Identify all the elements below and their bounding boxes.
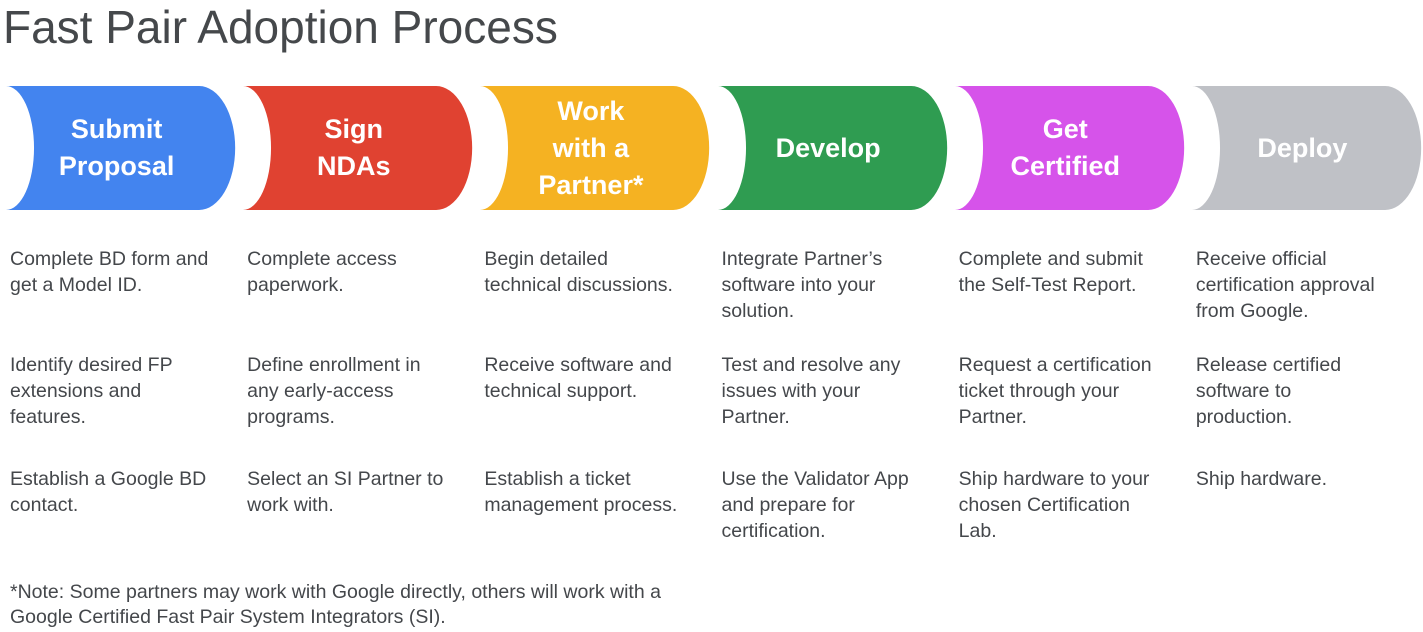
stage-develop: Develop <box>712 86 949 210</box>
stage-arrow-shape <box>717 86 947 210</box>
stage-label: Get Certified <box>1010 114 1121 181</box>
stage-description: Establish a ticket management process. <box>484 468 678 516</box>
stage-description: Identify desired FP extensions and featu… <box>10 354 173 428</box>
stage-description: Complete and submit the Self-Test Report… <box>958 248 1143 296</box>
stage-arrow-shape <box>954 86 1184 210</box>
stage-description: Request a certification ticket through y… <box>958 354 1152 428</box>
stage-description: Select an SI Partner to work with. <box>247 468 444 516</box>
stage-arrow-shape <box>6 86 236 210</box>
stage-description: Establish a Google BD contact. <box>10 468 207 516</box>
stage-description: Integrate Partner’s software into your s… <box>721 248 883 322</box>
stage-description: Complete BD form and get a Model ID. <box>10 248 209 296</box>
stage-label: Work with a Partner* <box>538 95 644 200</box>
stage-sign-ndas: Sign NDAs <box>237 86 474 210</box>
page-title: Fast Pair Adoption Process <box>3 1 558 53</box>
stage-label: Submit Proposal <box>58 114 175 181</box>
stage-deploy: Deploy <box>1186 86 1423 210</box>
stage-description: Receive software and technical support. <box>484 354 672 402</box>
stage-description: Release certified software to production… <box>1195 354 1342 428</box>
stage-submit-proposal: Submit Proposal <box>0 86 237 210</box>
stage-description: Define enrollment in any early-access pr… <box>247 354 421 428</box>
stage-description: Ship hardware. <box>1195 468 1327 490</box>
stage-arrow-shape <box>243 86 473 210</box>
stage-label: Sign NDAs <box>317 114 391 181</box>
stage-get-certified: Get Certified <box>949 86 1186 210</box>
stage-label: Deploy <box>1257 132 1348 163</box>
stage-arrow-shape <box>1191 86 1422 210</box>
stage-arrow-shape <box>480 86 710 210</box>
stage-description: Receive official certification approval … <box>1195 248 1375 322</box>
process-stage-band: Submit Proposal Sign NDAs Work with a Pa… <box>0 86 1423 210</box>
stage-description: Test and resolve any issues with your Pa… <box>721 354 901 428</box>
stage-description: Begin detailed technical discussions. <box>484 248 673 296</box>
stage-description: Use the Validator App and prepare for ce… <box>721 468 909 542</box>
footnote: *Note: Some partners may work with Googl… <box>10 581 661 628</box>
stage-description: Complete access paperwork. <box>247 248 397 296</box>
stage-description: Ship hardware to your chosen Certificati… <box>958 468 1150 542</box>
stage-descriptions-grid: Complete BD form and get a Model ID. Com… <box>0 246 1423 544</box>
stage-label: Develop <box>775 132 881 163</box>
stage-work-with-partner: Work with a Partner* <box>474 86 711 210</box>
